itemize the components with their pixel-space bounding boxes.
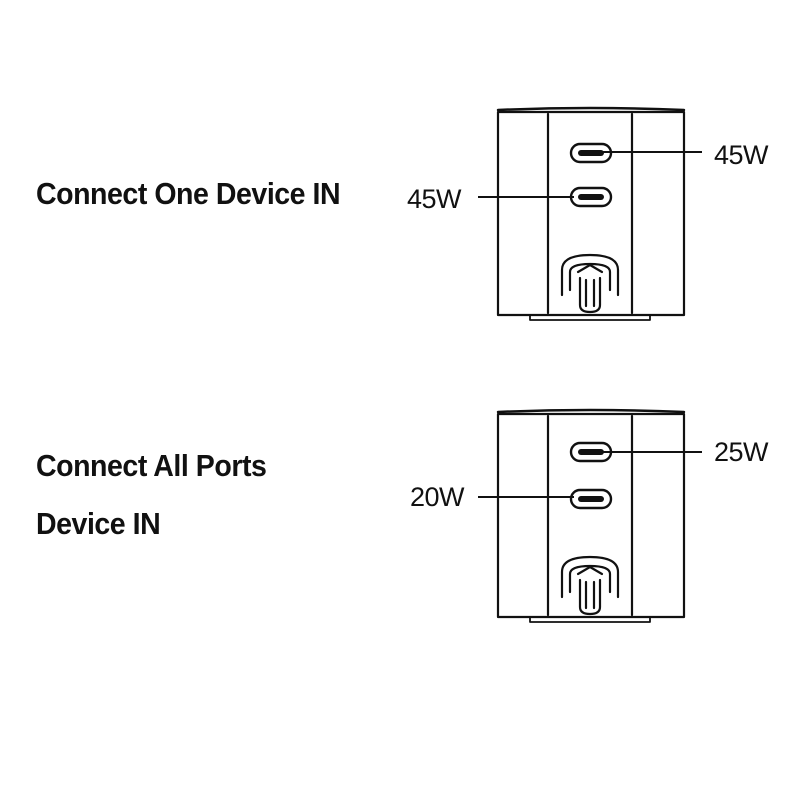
scenario-two-heading-line-1: Connect All Ports bbox=[36, 448, 267, 483]
leader-lines bbox=[478, 151, 702, 198]
leader-lines bbox=[478, 451, 702, 498]
usb-c-port-icon bbox=[569, 488, 613, 510]
port-bottom-wattage-label: 20W bbox=[410, 482, 465, 512]
charger-device-icon bbox=[496, 106, 686, 321]
port-top-wattage-label: 45W bbox=[714, 140, 769, 170]
charger-device-icon bbox=[496, 408, 686, 623]
port-top-wattage-label: 25W bbox=[714, 437, 769, 467]
scenario-one-heading: Connect One Device IN bbox=[36, 176, 341, 211]
port-bottom-wattage-label: 45W bbox=[407, 184, 462, 214]
scenario-two-heading-line-2: Device IN bbox=[36, 506, 161, 541]
